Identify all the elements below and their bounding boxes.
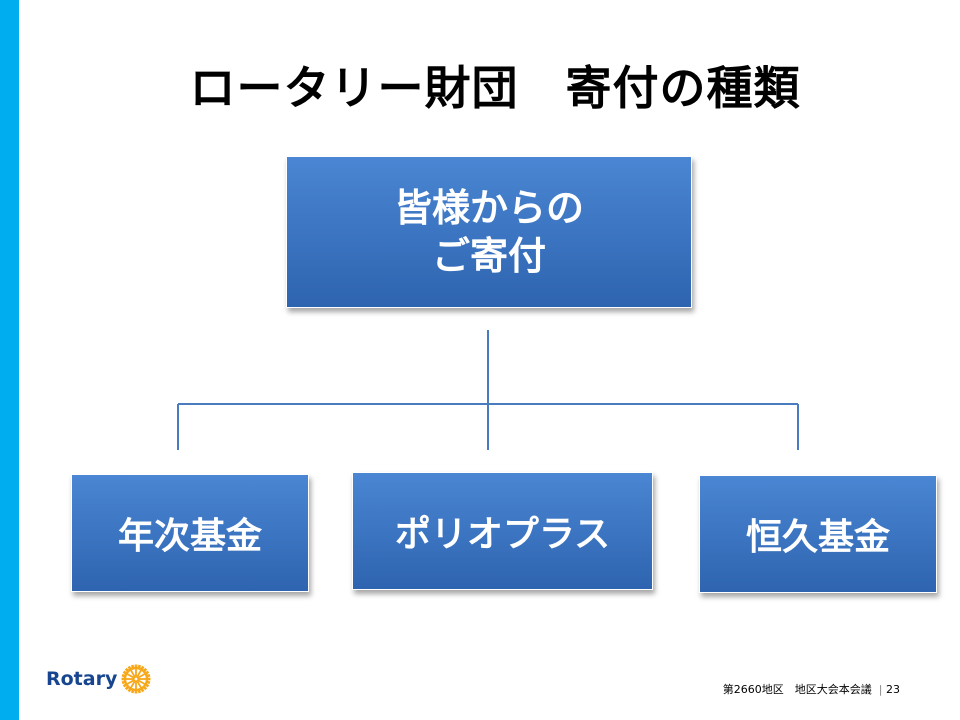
page-number: 23 [886,683,900,696]
footer-separator: | [878,683,883,696]
rotary-wordmark: Rotary [46,668,118,690]
slide-footer: 第2660地区 地区大会本会議 | 23 [723,681,900,697]
root-node-line1: 皆様からの [393,186,584,230]
child-node-endowment-fund: 恒久基金 [699,475,937,593]
left-accent-bar [0,0,19,720]
root-node-line2: ご寄付 [431,234,546,278]
child-node-polioplus: ポリオプラス [352,472,653,590]
slide-title: ロータリー財団 寄付の種類 [189,61,801,115]
footer-event: 第2660地区 地区大会本会議 [722,683,872,696]
rotary-logo: Rotary [46,664,151,694]
child-node-annual-fund: 年次基金 [71,474,309,592]
root-node-donations: 皆様からの ご寄付 [286,156,692,308]
rotary-wheel-icon [121,664,151,694]
